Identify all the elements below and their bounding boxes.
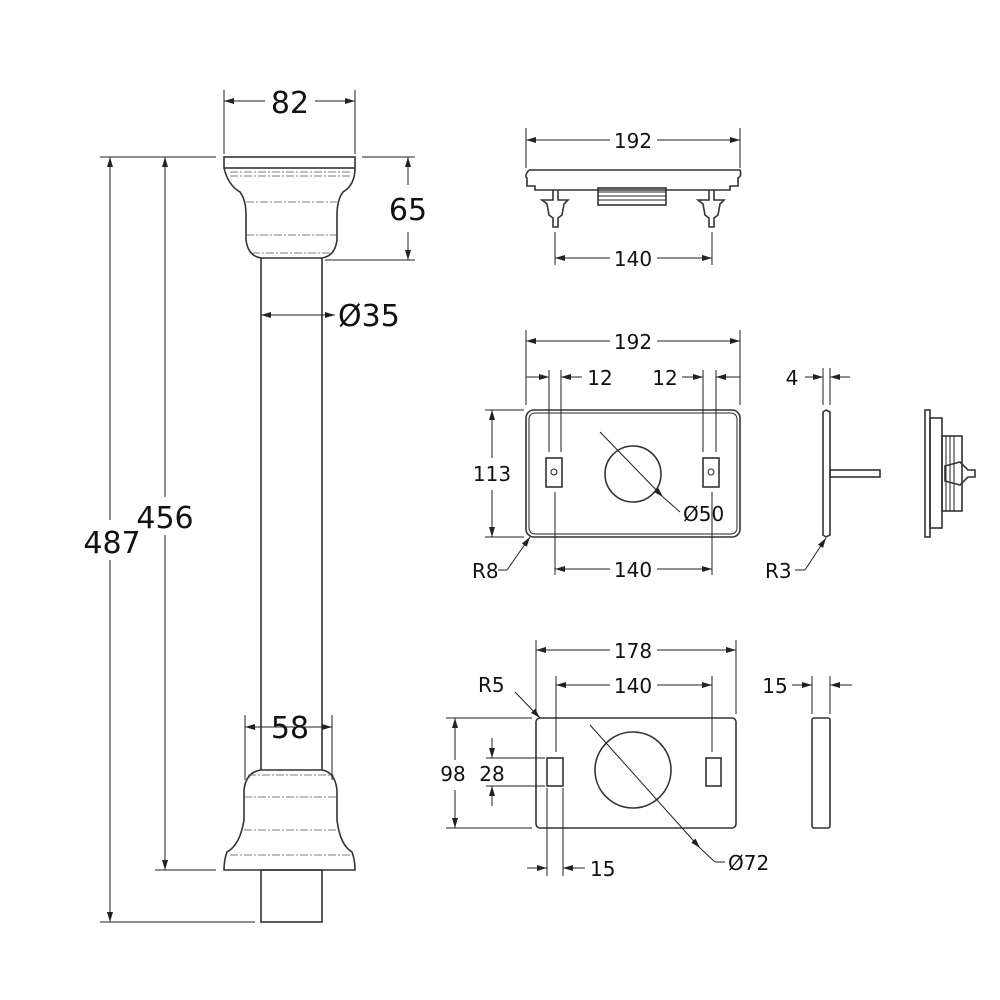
dim-plate-width-front: 192 <box>614 330 652 354</box>
dim-plate-thickness: 4 <box>786 366 799 390</box>
dim-gasket-thickness: 15 <box>762 674 787 698</box>
dim-stud-spacing-front: 140 <box>614 558 652 582</box>
dim-gasket-height: 98 <box>440 762 465 786</box>
plate-side-view: 192 140 <box>525 128 742 271</box>
dim-edge-radius-r3: R3 <box>765 559 792 583</box>
dim-gasket-slot-spacing: 140 <box>614 674 652 698</box>
dim-corner-radius-r5: R5 <box>478 673 505 697</box>
dim-plate-width-side: 192 <box>614 129 652 153</box>
pillar-dimensions: 82 65 Ø35 487 456 58 <box>83 86 427 923</box>
gasket-front-view: Ø72 178 140 R5 98 28 15 <box>440 639 769 881</box>
dim-cap-height: 65 <box>389 193 427 228</box>
assembly-profile-view <box>924 409 976 538</box>
dim-stud-spacing-side: 140 <box>614 247 652 271</box>
dim-inner-height: 456 <box>136 501 193 536</box>
dim-top-width: 82 <box>271 86 309 121</box>
dim-slot-width: 15 <box>590 857 615 881</box>
dim-plate-height: 113 <box>473 462 511 486</box>
plate-profile-view: 4 R3 <box>765 366 881 583</box>
gasket-profile-view: 15 <box>762 674 852 829</box>
pillar-elevation <box>223 156 356 923</box>
dim-hole-diameter-50: Ø50 <box>683 502 724 526</box>
dim-slot-left: 12 <box>587 366 612 390</box>
dim-base-width: 58 <box>271 711 309 746</box>
dim-pipe-diameter: Ø35 <box>338 299 400 334</box>
dim-total-height: 487 <box>83 526 140 561</box>
plate-front-view: Ø50 192 12 12 113 R8 140 <box>472 330 741 583</box>
dim-gasket-width: 178 <box>614 639 652 663</box>
dim-corner-radius-r8: R8 <box>472 559 499 583</box>
dim-slot-height: 28 <box>479 762 504 786</box>
dim-hole-diameter-72: Ø72 <box>728 851 769 875</box>
dim-slot-right: 12 <box>652 366 677 390</box>
